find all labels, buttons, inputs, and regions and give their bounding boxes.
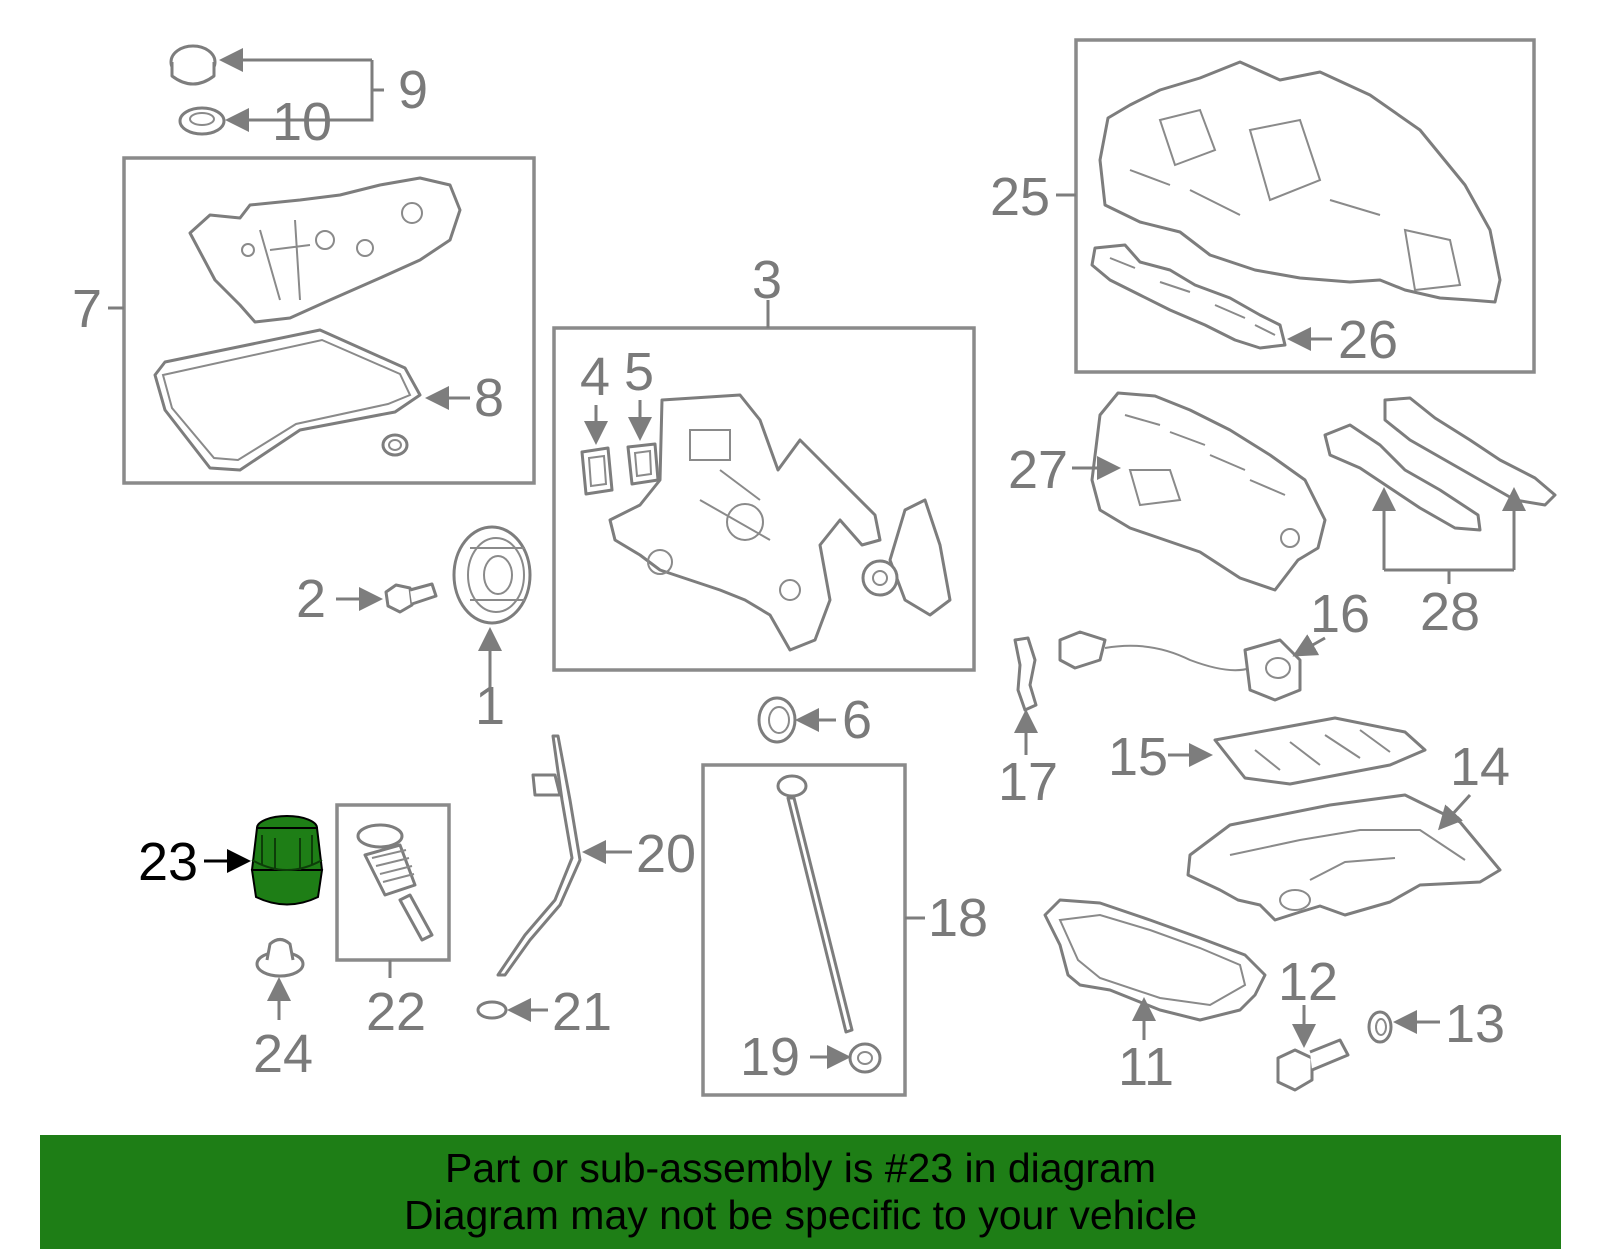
part-17-sensor-gasket[interactable]	[1013, 636, 1038, 712]
part-23-oil-filter-housing-cap[interactable]	[250, 815, 324, 906]
part-28-manifold-gaskets[interactable]	[1323, 396, 1557, 532]
part-11-lower-oil-pan[interactable]	[1043, 898, 1267, 1022]
callout-6: 6	[842, 690, 872, 750]
leader-16	[1292, 634, 1326, 657]
banner-line-part-number: Part or sub-assembly is #23 in diagram	[445, 1145, 1156, 1191]
callout-2: 2	[296, 569, 326, 629]
callout-3: 3	[752, 250, 782, 310]
callout-15: 15	[1108, 727, 1168, 787]
part-6-front-seal[interactable]	[757, 696, 797, 744]
part-2-pulley-bolt[interactable]	[384, 582, 438, 614]
callout-21: 21	[552, 982, 612, 1042]
callout-19: 19	[740, 1027, 800, 1087]
callout-27: 27	[1008, 440, 1068, 500]
callout-9: 9	[398, 60, 428, 120]
part-27-intake-manifold-lower[interactable]	[1090, 391, 1327, 592]
part-14-upper-oil-pan[interactable]	[1186, 793, 1502, 922]
group-box-25	[1074, 38, 1536, 374]
callout-14: 14	[1450, 737, 1510, 797]
part-info-banner: Part or sub-assembly is #23 in diagram D…	[40, 1135, 1561, 1249]
leader-10	[225, 60, 374, 132]
part-10-cap-gasket[interactable]	[178, 106, 226, 136]
part-26-manifold-gasket[interactable]	[1090, 243, 1287, 350]
part-12-drain-plug[interactable]	[1276, 1038, 1350, 1092]
callout-8: 8	[474, 368, 504, 428]
callout-4: 4	[580, 347, 610, 407]
part-20-dipstick-guide[interactable]	[496, 734, 582, 977]
part-8-valve-cover-gasket[interactable]	[153, 328, 422, 472]
part-13-drain-plug-gasket[interactable]	[1367, 1010, 1393, 1044]
group-box-18	[701, 763, 907, 1097]
group-box-22	[335, 803, 451, 962]
part-7-valve-cover[interactable]	[188, 176, 462, 324]
leader-28	[1384, 568, 1514, 584]
callout-7: 7	[72, 279, 102, 339]
part-1-crankshaft-pulley[interactable]	[452, 525, 532, 625]
part-4-gasket[interactable]	[580, 446, 614, 496]
part-5-gasket[interactable]	[626, 442, 660, 486]
group-box-3	[552, 326, 976, 672]
callout-28: 28	[1420, 582, 1480, 642]
part-22-oil-filter-element[interactable]	[356, 823, 434, 942]
callout-5: 5	[624, 342, 654, 402]
part-15-oil-pan-baffle[interactable]	[1213, 716, 1427, 786]
leader-14	[1437, 793, 1472, 831]
callout-17: 17	[998, 752, 1058, 812]
callout-22: 22	[366, 982, 426, 1042]
callout-12: 12	[1278, 952, 1338, 1012]
callout-1: 1	[475, 676, 505, 736]
part-24-drain-plug[interactable]	[255, 938, 305, 978]
part-21-o-ring[interactable]	[476, 1000, 508, 1020]
group-box-7	[122, 156, 536, 485]
callout-25: 25	[990, 167, 1050, 227]
part-9-oil-filler-cap[interactable]	[169, 44, 217, 86]
callout-10: 10	[272, 92, 332, 152]
callout-23: 23	[138, 832, 198, 892]
callout-18: 18	[928, 888, 988, 948]
part-8-seal	[381, 433, 409, 457]
banner-line-disclaimer: Diagram may not be specific to your vehi…	[403, 1192, 1197, 1238]
part-16-oil-level-sensor[interactable]	[1058, 630, 1302, 702]
callout-24: 24	[253, 1024, 313, 1084]
callout-13: 13	[1445, 994, 1505, 1054]
callout-20: 20	[636, 824, 696, 884]
callout-26: 26	[1338, 310, 1398, 370]
callout-16: 16	[1310, 584, 1370, 644]
callout-11: 11	[1118, 1037, 1174, 1097]
part-19-o-ring[interactable]	[848, 1042, 882, 1074]
part-25-intake-manifold[interactable]	[1098, 60, 1502, 304]
part-3-oil-pump	[861, 498, 952, 617]
part-18-dipstick[interactable]	[776, 774, 854, 1034]
part-3-timing-chain-cover[interactable]	[608, 393, 882, 652]
